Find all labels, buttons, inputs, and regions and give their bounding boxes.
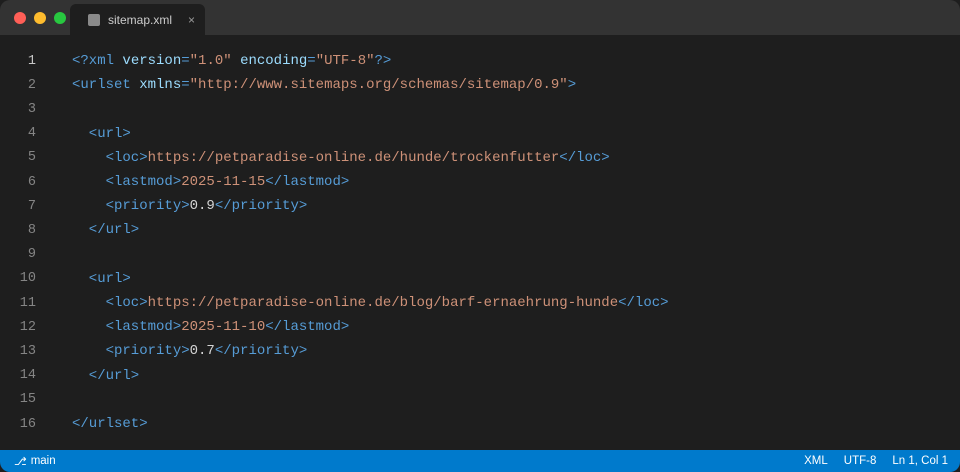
git-branch-icon: ⎇	[14, 455, 27, 468]
code-line[interactable]: 1<?xml version="1.0" encoding="UTF-8"?>	[0, 49, 960, 73]
token-tag: <url>	[72, 125, 131, 142]
code-line[interactable]: 4 <url>	[0, 122, 960, 146]
token-tag: </urlset>	[72, 416, 148, 432]
tab-label: sitemap.xml	[108, 12, 173, 27]
line-number: 15	[19, 392, 36, 408]
token-tag: =	[181, 77, 190, 94]
code-line[interactable]: 9	[0, 243, 960, 267]
token-tag: </loc>	[618, 295, 669, 311]
token-str: "http://www.sitemaps.org/schemas/sitemap…	[189, 77, 568, 94]
file-icon	[88, 13, 100, 26]
close-tab-icon[interactable]: ×	[188, 12, 196, 27]
code-line[interactable]: 16 </urlset>	[0, 412, 960, 436]
line-number: 13	[19, 343, 36, 359]
cursor-position[interactable]: Ln 1, Col 1	[892, 455, 948, 467]
token-txt: 2025-11-15	[181, 174, 266, 190]
code-line[interactable]: 7 <priority>0.9</priority>	[0, 194, 960, 218]
token-tag: </priority>	[214, 343, 308, 360]
line-number: 4	[27, 126, 36, 142]
line-number: 3	[27, 101, 36, 117]
code-text: <url>	[72, 271, 131, 287]
token-txt: https://petparadise-online.de/blog/barf-…	[147, 295, 619, 311]
code-line[interactable]: 3	[0, 97, 960, 121]
token-tag: <priority>	[72, 198, 190, 215]
code-text: <lastmod>2025-11-15</lastmod>	[72, 174, 350, 190]
token-tag: =	[181, 53, 190, 69]
token-num: 0.7	[189, 343, 215, 360]
line-number: 2	[27, 77, 36, 93]
code-line[interactable]: 13 <priority>0.7</priority>	[0, 339, 960, 363]
line-number: 12	[19, 319, 36, 335]
code-line[interactable]: 15	[0, 388, 960, 412]
code-editor[interactable]: 1<?xml version="1.0" encoding="UTF-8"?>2…	[0, 35, 960, 450]
close-window-button[interactable]	[14, 12, 26, 24]
code-line[interactable]: 10 <url>	[0, 267, 960, 291]
code-text: <?xml version="1.0" encoding="UTF-8"?>	[72, 53, 391, 69]
tab-sitemap-xml[interactable]: sitemap.xml ×	[70, 4, 205, 35]
file-encoding[interactable]: UTF-8	[843, 455, 877, 467]
token-tag: <loc>	[72, 295, 148, 311]
code-line[interactable]: 2 <urlset xmlns="http://www.sitemaps.org/…	[0, 73, 960, 97]
line-number: 6	[27, 174, 36, 190]
branch-name: main	[30, 455, 56, 467]
status-bar: ⎇ main XML UTF-8 Ln 1, Col 1	[0, 450, 960, 472]
line-number: 16	[19, 416, 36, 432]
token-tag: <priority>	[72, 343, 190, 360]
line-number: 8	[27, 222, 36, 238]
line-number: 5	[27, 150, 36, 166]
code-text: <loc>https://petparadise-online.de/hunde…	[72, 150, 610, 166]
token-txt: 2025-11-10	[181, 319, 266, 336]
language-mode[interactable]: XML	[804, 455, 828, 467]
traffic-lights	[14, 12, 66, 24]
code-text: <loc>https://petparadise-online.de/blog/…	[72, 295, 669, 311]
token-tag: </lastmod>	[265, 174, 350, 190]
title-bar: sitemap.xml ×	[0, 0, 960, 35]
token-tag: </lastmod>	[265, 319, 350, 336]
token-num: 0.9	[189, 198, 215, 215]
token-attr: xmlns	[139, 77, 182, 94]
line-number: 7	[27, 198, 36, 214]
code-text: <priority>0.9</priority>	[72, 198, 308, 215]
token-str: "UTF-8"	[315, 53, 375, 69]
line-number: 9	[27, 247, 36, 263]
token-tag: <?xml	[72, 53, 123, 69]
code-line[interactable]: 8 </url>	[0, 218, 960, 242]
token-str: "1.0"	[189, 53, 232, 69]
token-tag: </url>	[72, 222, 140, 239]
code-text: <url>	[72, 126, 131, 142]
token-tag	[232, 53, 240, 69]
code-text: <priority>0.7</priority>	[72, 343, 308, 360]
code-text: </urlset>	[72, 416, 148, 432]
line-number: 10	[19, 271, 36, 287]
code-line[interactable]: 5 <loc>https://petparadise-online.de/hun…	[0, 146, 960, 170]
line-number: 11	[19, 295, 36, 311]
code-text: </url>	[72, 222, 139, 238]
token-tag: <loc>	[72, 149, 148, 166]
code-line[interactable]: 14 </url>	[0, 364, 960, 388]
code-line[interactable]: 12 <lastmod>2025-11-10</lastmod>	[0, 315, 960, 339]
code-text: <lastmod>2025-11-10</lastmod>	[72, 319, 350, 336]
code-line[interactable]: 6 <lastmod>2025-11-15</lastmod>	[0, 170, 960, 194]
token-tag: </url>	[72, 367, 140, 384]
line-number: 1	[27, 53, 36, 69]
token-tag: <lastmod>	[72, 174, 182, 190]
maximize-window-button[interactable]	[54, 12, 66, 24]
token-tag: <urlset	[72, 77, 140, 94]
token-tag: <url>	[72, 270, 131, 287]
token-txt: https://petparadise-online.de/hunde/troc…	[147, 149, 560, 166]
branch-indicator[interactable]: ⎇ main	[14, 455, 56, 468]
token-attr: encoding	[240, 53, 308, 69]
token-tag: =	[307, 53, 316, 69]
token-tag: <lastmod>	[72, 319, 182, 336]
token-tag: >	[567, 77, 577, 94]
code-text: </url>	[72, 368, 139, 384]
token-attr: version	[122, 53, 182, 69]
line-number: 14	[19, 368, 36, 384]
token-tag: </priority>	[214, 198, 308, 215]
code-text: <urlset xmlns="http://www.sitemaps.org/s…	[72, 77, 576, 93]
minimize-window-button[interactable]	[34, 12, 46, 24]
token-tag: ?>	[374, 53, 392, 69]
code-line[interactable]: 11 <loc>https://petparadise-online.de/bl…	[0, 291, 960, 315]
token-tag: </loc>	[559, 149, 610, 166]
